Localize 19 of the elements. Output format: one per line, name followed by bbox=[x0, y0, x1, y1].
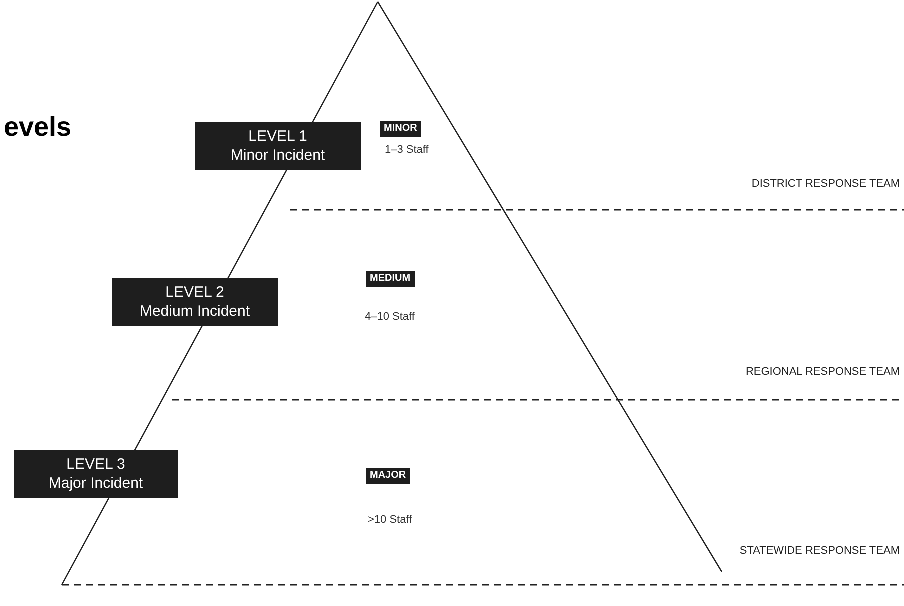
staff-count: 1–3 Staff bbox=[385, 144, 429, 156]
level-box bbox=[14, 450, 178, 498]
level-name: Medium Incident bbox=[138, 302, 252, 321]
severity-tag: MEDIUM bbox=[366, 271, 415, 287]
level-box bbox=[195, 122, 361, 170]
team-label: STATEWIDE RESPONSE TEAM bbox=[738, 545, 900, 558]
team-label: DISTRICT RESPONSE TEAM bbox=[750, 178, 900, 191]
level-box bbox=[112, 278, 278, 326]
level-name: Minor Incident bbox=[230, 146, 326, 165]
team-label: REGIONAL RESPONSE TEAM bbox=[744, 366, 900, 379]
title: evels bbox=[4, 112, 72, 143]
level-heading: LEVEL 1 bbox=[248, 127, 308, 146]
level-name: Major Incident bbox=[48, 474, 144, 493]
level-heading: LEVEL 3 bbox=[66, 455, 126, 474]
level-heading: LEVEL 2 bbox=[164, 283, 226, 302]
staff-count: 4–10 Staff bbox=[365, 311, 415, 323]
severity-tag: MINOR bbox=[380, 121, 422, 137]
staff-count: >10 Staff bbox=[368, 514, 412, 526]
severity-tag: MAJOR bbox=[366, 468, 410, 484]
